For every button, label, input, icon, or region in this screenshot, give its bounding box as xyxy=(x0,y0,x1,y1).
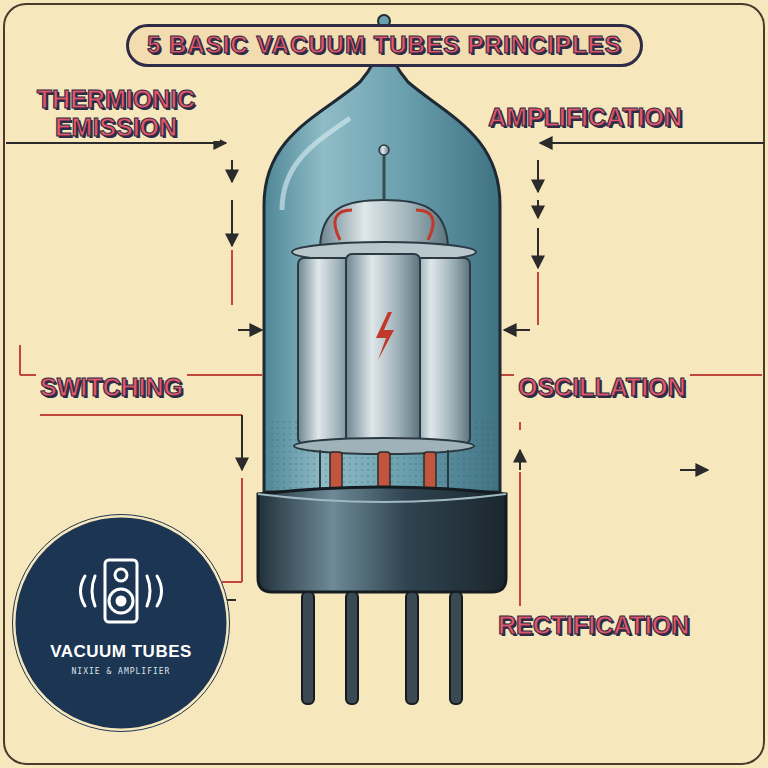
logo-name: VACUUM TUBES xyxy=(50,642,192,662)
leader-lines xyxy=(500,143,764,606)
vacuum-tube xyxy=(258,15,506,704)
principle-label: THERMIONIC EMISSION xyxy=(12,86,220,141)
logo-circle xyxy=(12,514,230,732)
principle-label: RECTIFICATION xyxy=(494,612,693,640)
frame xyxy=(4,4,764,764)
principle-label: AMPLIFICATION xyxy=(484,104,686,132)
principle-label: SWITCHING xyxy=(36,374,187,402)
speaker-icon xyxy=(81,560,162,622)
logo-tagline: NIXIE & AMPLIFIER xyxy=(72,667,171,676)
logo-badge: VACUUM TUBES NIXIE & AMPLIFIER xyxy=(12,514,230,732)
title-banner: 5 BASIC VACUUM TUBES PRINCIPLES xyxy=(126,24,643,67)
principle-label: OSCILLATION xyxy=(514,374,690,402)
